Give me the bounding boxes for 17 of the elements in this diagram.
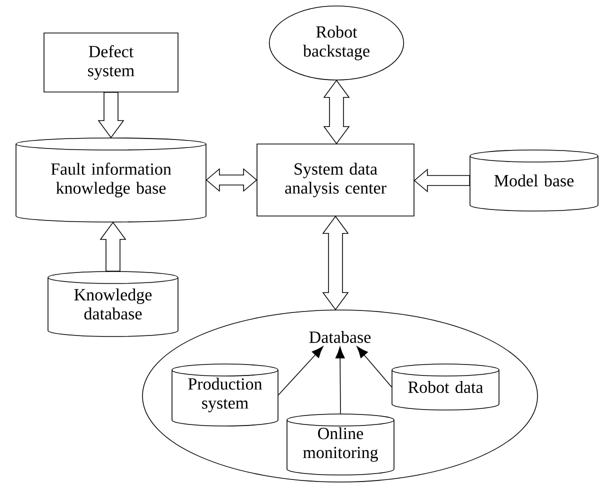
database-cylinder: Production system (172, 364, 278, 426)
database-cylinder: Fault information knowledge base (16, 138, 206, 222)
block-arrow (98, 92, 124, 138)
arrow (356, 346, 392, 388)
arrow (278, 346, 324, 396)
database-cylinder: Online monitoring (286, 414, 394, 476)
block-arrow (414, 168, 470, 192)
database-cylinder: Knowledge database (48, 271, 178, 337)
process-box: System data analysis center (256, 144, 414, 216)
block-arrow (100, 222, 126, 272)
database-cylinder: Robot data (392, 364, 500, 410)
process-box: Defect system (44, 32, 178, 92)
database-cylinder: Model base (470, 150, 598, 212)
arrow (335, 346, 345, 414)
group-ellipse (142, 310, 538, 482)
heading-text: Database (309, 331, 371, 343)
ellipse-node: Robot backstage (268, 6, 404, 80)
